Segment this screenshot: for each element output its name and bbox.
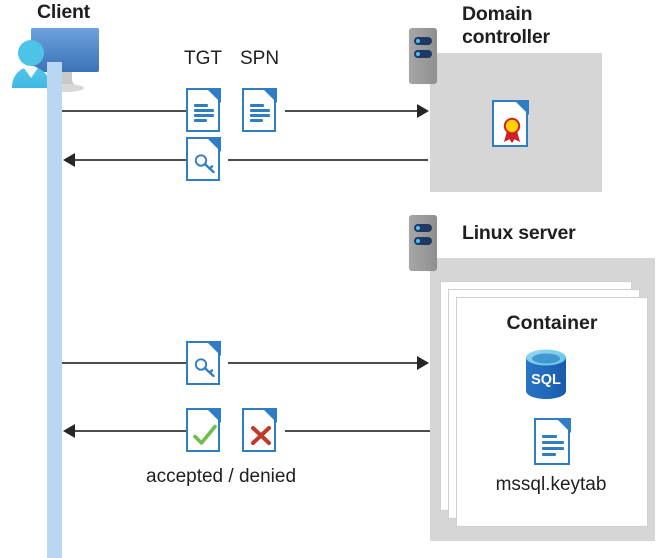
flow-4-line-right: [285, 430, 430, 432]
linux-server-title: Linux server: [462, 222, 576, 244]
client-lifeline: [47, 62, 62, 558]
request-key-document-icon: [186, 340, 221, 385]
result-caption: accepted / denied: [146, 466, 297, 487]
key-icon: [194, 357, 216, 378]
key-icon: [194, 153, 216, 174]
denied-document-icon: [242, 407, 277, 452]
flow-4-arrowhead: [63, 424, 75, 438]
certificate-ribbon-icon: [499, 113, 525, 143]
linux-server-icon: [409, 215, 437, 271]
flow-3-line-left: [62, 362, 186, 364]
flow-2-arrowhead: [63, 153, 75, 167]
flow-2-line-left: [75, 159, 186, 161]
container-title: Container: [506, 312, 598, 334]
sql-database-icon: SQL: [523, 348, 569, 400]
tgt-label: TGT: [184, 48, 222, 69]
keytab-label: mssql.keytab: [495, 474, 607, 495]
client-title: Client: [37, 1, 90, 23]
flow-3-line-right: [228, 362, 418, 364]
x-icon: [248, 422, 274, 448]
domain-controller-server-icon: [409, 28, 437, 84]
flow-1-arrowhead: [417, 104, 429, 118]
certificate-document-icon: [492, 99, 529, 147]
spn-label: SPN: [240, 48, 280, 69]
flow-3-arrowhead: [417, 356, 429, 370]
flow-1-line-left: [62, 110, 188, 112]
flow-4-line-left: [75, 430, 186, 432]
spn-document-icon: [242, 87, 277, 132]
check-icon: [192, 422, 218, 448]
keytab-document-icon: [534, 417, 571, 465]
container-card-front: Container: [456, 297, 648, 527]
ticket-key-document-icon: [186, 136, 221, 181]
domain-controller-title-l2: controller: [462, 26, 550, 48]
flow-1-line-right: [285, 110, 418, 112]
client-workstation-icon: [8, 22, 116, 94]
tgt-document-icon: [186, 87, 221, 132]
domain-controller-title-l1: Domain: [462, 3, 533, 25]
accepted-document-icon: [186, 407, 221, 452]
flow-2-line-right: [228, 159, 428, 161]
svg-text:SQL: SQL: [531, 372, 561, 388]
